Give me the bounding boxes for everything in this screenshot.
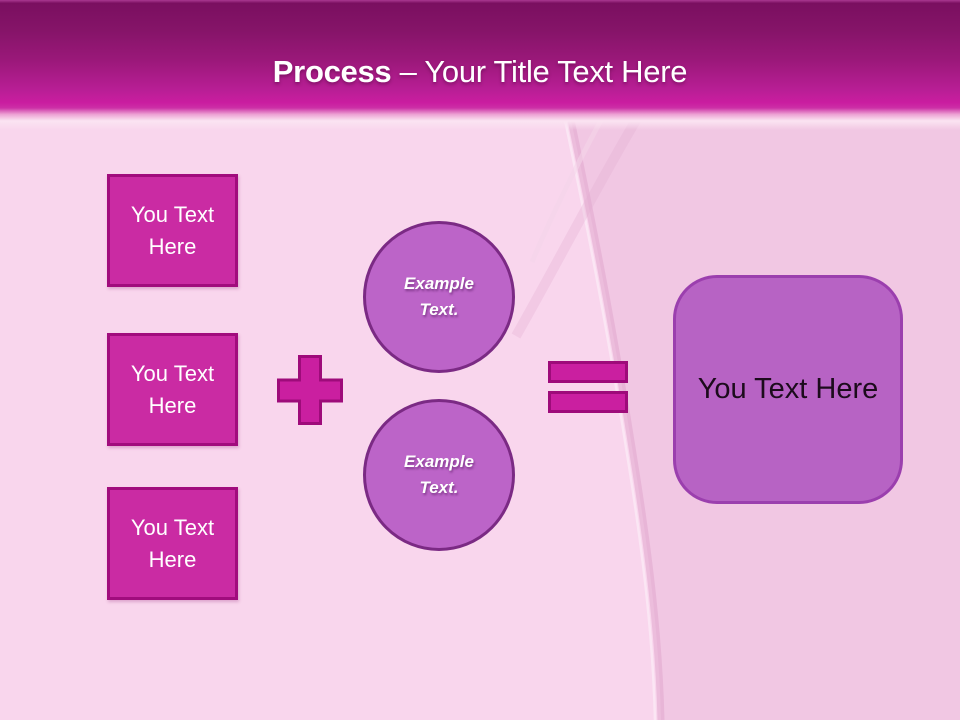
- plus-icon: [277, 355, 343, 425]
- input-box-3: You Text Here: [107, 487, 238, 600]
- page-title-rest: – Your Title Text Here: [399, 54, 688, 89]
- input-box-2: You Text Here: [107, 333, 238, 446]
- input-box-1: You Text Here: [107, 174, 238, 287]
- result-box-label: You Text Here: [697, 373, 879, 405]
- header-band: [0, 0, 960, 130]
- input-box-2-label: You Text Here: [130, 360, 215, 418]
- page-title: Process – Your Title Text Here: [0, 54, 960, 90]
- page-title-emphasis: Process: [272, 54, 392, 89]
- example-circle-1: Example Text.: [363, 221, 515, 373]
- equals-icon: [548, 361, 628, 413]
- input-box-1-label: You Text Here: [130, 201, 215, 259]
- example-circle-1-label: Example Text.: [404, 274, 474, 319]
- example-circle-2: Example Text.: [363, 399, 515, 551]
- example-circle-2-label: Example Text.: [404, 452, 474, 497]
- result-box: You Text Here: [673, 275, 903, 504]
- input-box-3-label: You Text Here: [130, 514, 215, 572]
